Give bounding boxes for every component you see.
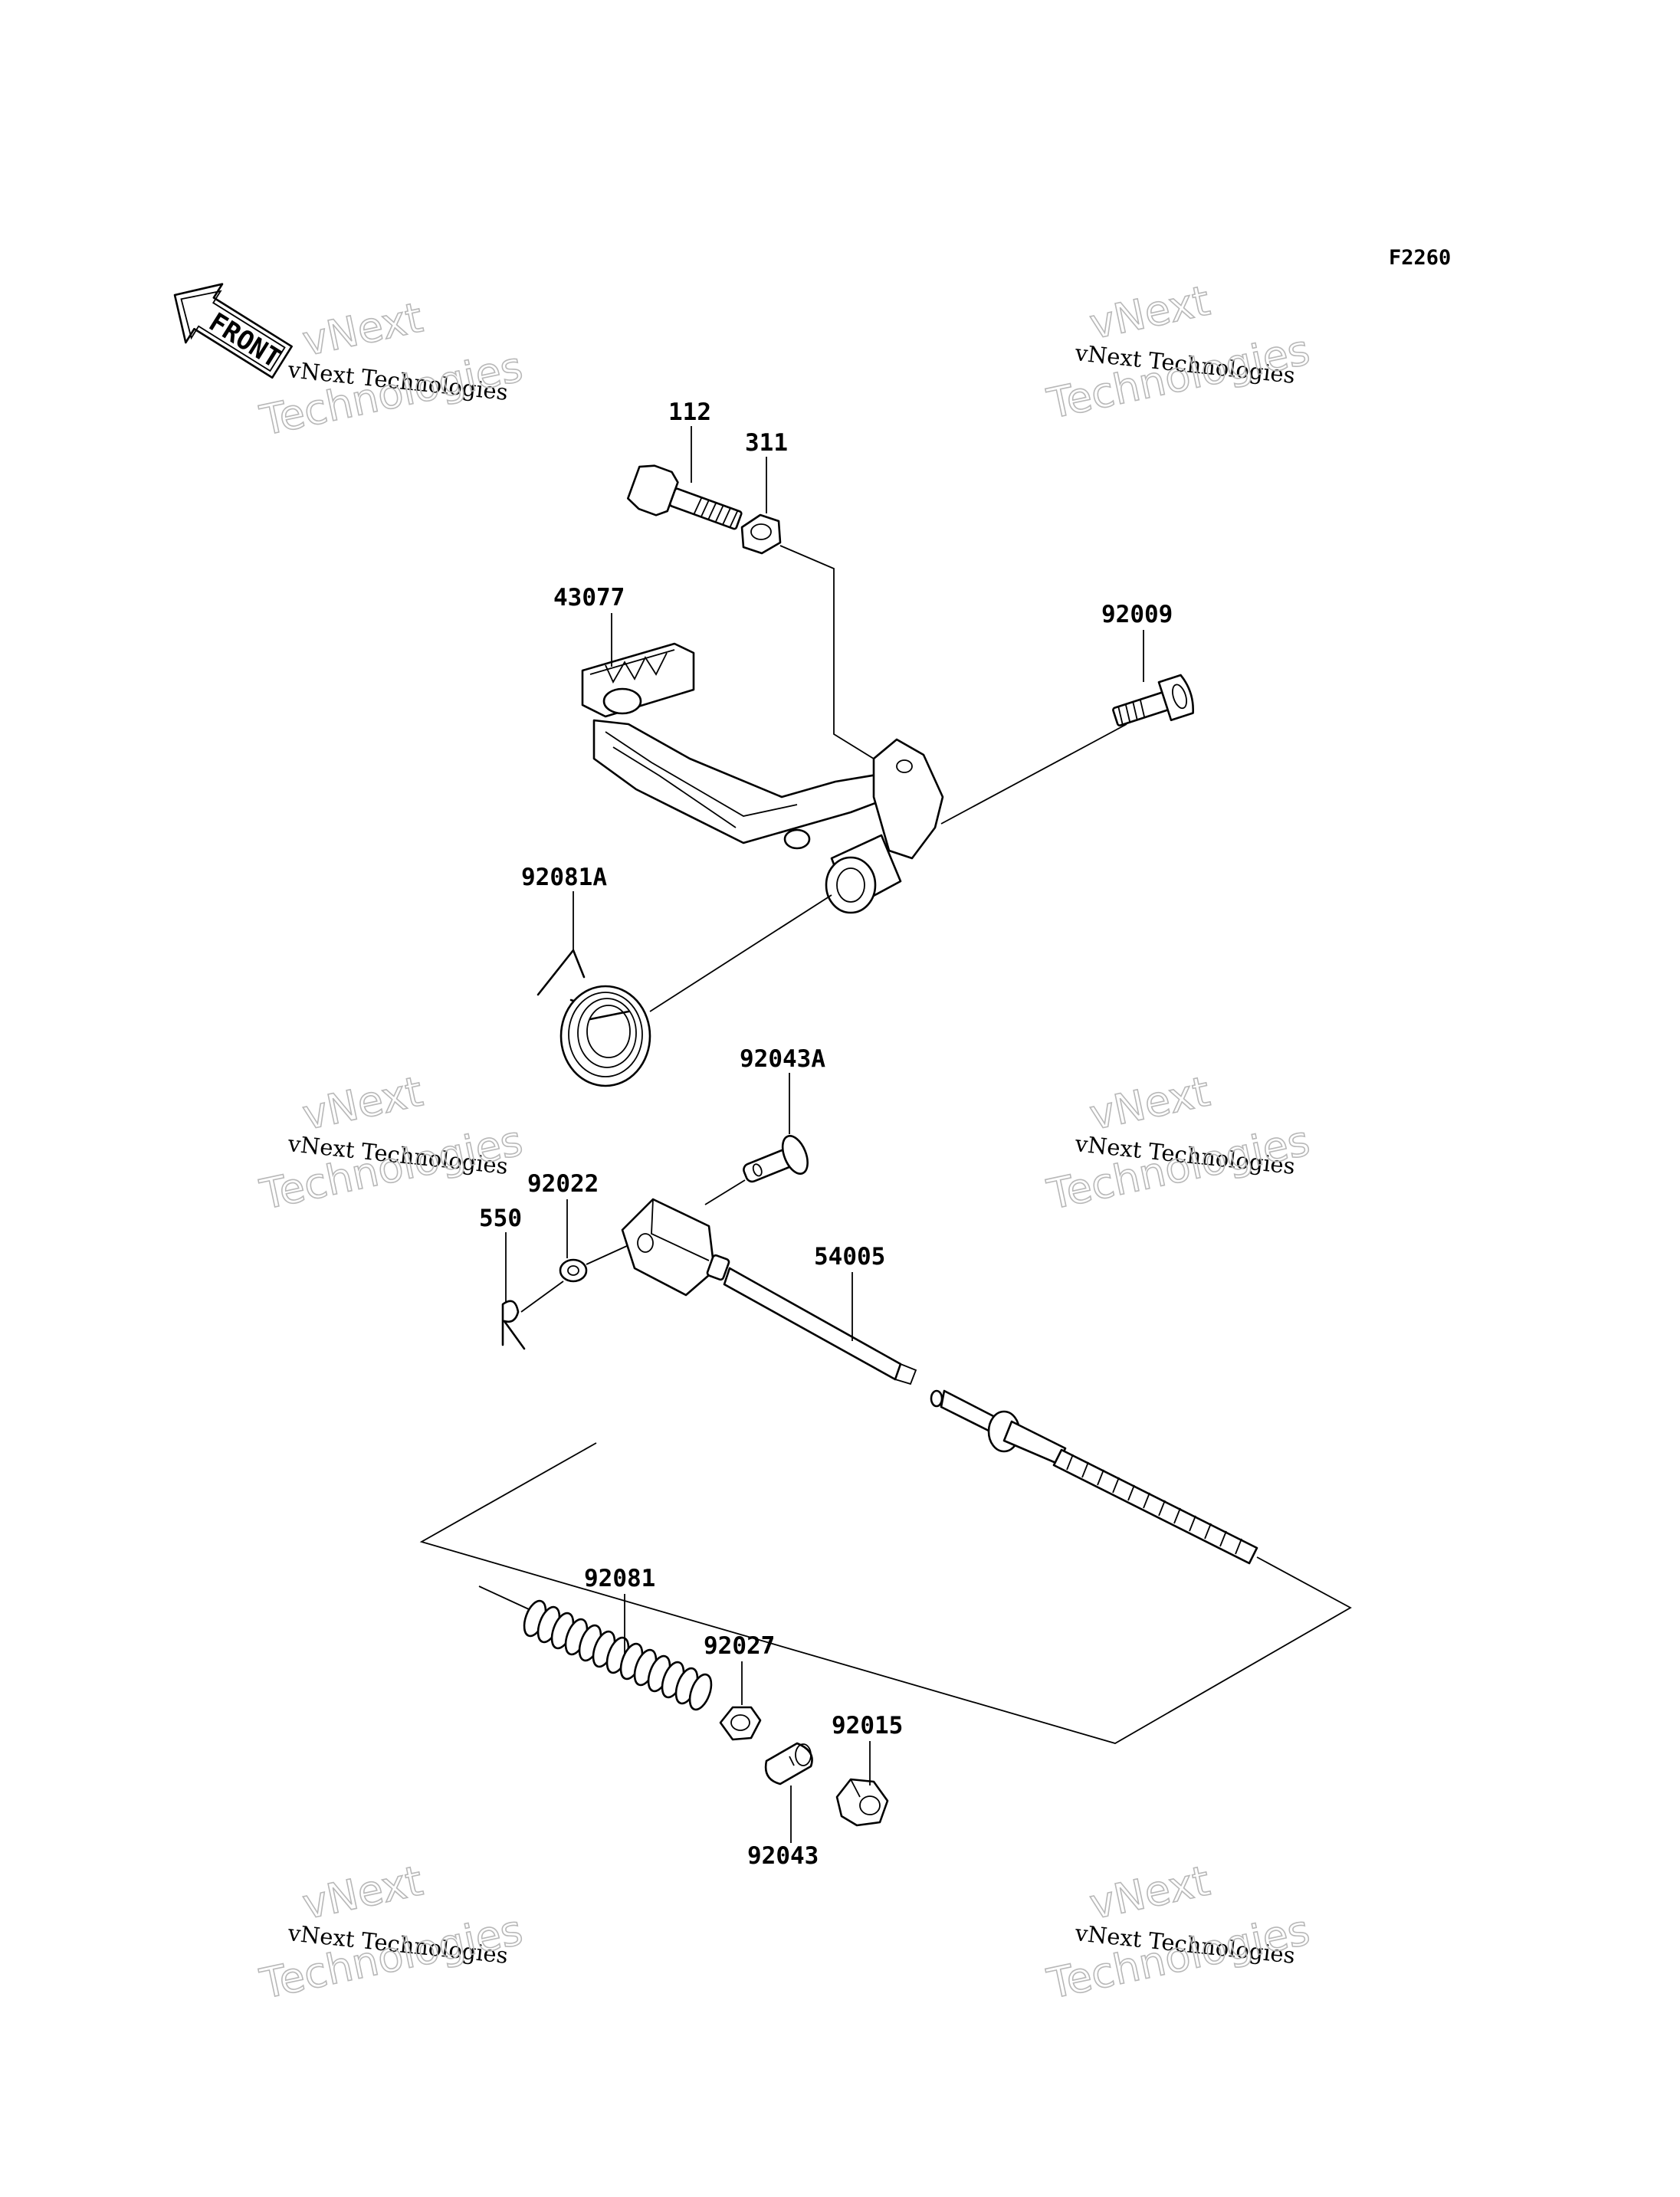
part-54005-brake-rod[interactable] [621,1198,1258,1565]
part-92081a-torsion-spring[interactable] [536,949,651,1087]
watermark: vNext vNext Technologies Technologies [255,1067,527,1220]
label-112: 112 [668,398,711,426]
subassembly-frame [419,1442,1352,1744]
label-92043: 92043 [747,1842,819,1870]
watermark-brand: vNext [1085,1857,1213,1929]
part-92022-washer[interactable] [559,1258,588,1283]
part-311-nut[interactable] [740,513,782,555]
part-92081-compression-spring[interactable] [478,1585,715,1713]
watermark: vNext vNext Technologies Technologies [255,293,527,446]
label-92081: 92081 [584,1565,655,1592]
figure-code: F2260 [1389,246,1451,270]
part-550-r-pin[interactable] [501,1300,526,1350]
part-92015-nut[interactable] [835,1778,889,1827]
part-92027-collar[interactable] [719,1706,762,1741]
watermark-brand: vNext [298,1857,426,1929]
part-43077-brake-pedal[interactable] [581,642,944,914]
label-92081a: 92081A [521,864,607,891]
watermark-brand: vNext [1085,1067,1213,1139]
part-92043a-clevis-pin[interactable] [738,1133,812,1194]
label-92015: 92015 [832,1712,903,1740]
label-92027: 92027 [704,1632,775,1660]
watermark-brand: vNext [1085,277,1213,349]
watermark: vNext vNext Technologies Technologies [1042,276,1314,429]
watermark-brand: vNext [298,1067,426,1139]
watermark-brand: vNext [298,293,426,366]
label-92009: 92009 [1101,601,1173,628]
label-43077: 43077 [553,584,625,612]
label-92022: 92022 [527,1170,599,1198]
watermark: vNext vNext Technologies Technologies [255,1856,527,2009]
part-92009-bolt[interactable] [1109,674,1196,736]
label-54005: 54005 [814,1243,885,1271]
part-112-bolt[interactable] [626,461,747,543]
label-550: 550 [479,1205,522,1232]
label-92043a: 92043A [740,1045,825,1073]
part-92043-pin[interactable] [764,1742,813,1785]
watermark: vNext vNext Technologies Technologies [1042,1856,1314,2009]
watermark: vNext vNext Technologies Technologies [1042,1067,1314,1220]
front-arrow-icon: FRONT [173,283,293,379]
label-311: 311 [745,429,788,457]
